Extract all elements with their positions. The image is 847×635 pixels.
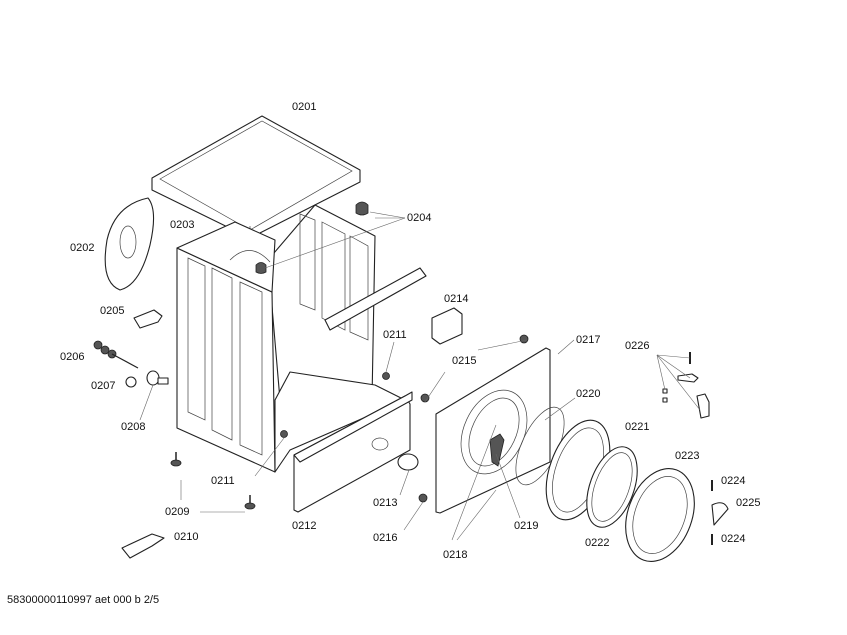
label-0212: 0212	[292, 520, 316, 532]
part-0225-handle[interactable]	[711, 502, 729, 526]
label-0224-lower: 0224	[721, 533, 745, 545]
label-0224-upper: 0224	[721, 475, 745, 487]
label-0210: 0210	[174, 531, 198, 543]
label-0211-upper: 0211	[383, 329, 407, 341]
part-0209-foot[interactable]	[170, 452, 256, 510]
part-0216-knob[interactable]	[418, 493, 428, 503]
part-0205-bracket[interactable]	[133, 309, 163, 329]
label-0220: 0220	[576, 388, 600, 400]
label-0208: 0208	[121, 421, 145, 433]
label-0218: 0218	[443, 549, 467, 561]
label-0215: 0215	[452, 355, 476, 367]
label-0204: 0204	[407, 212, 431, 224]
part-0211-stopper[interactable]	[280, 372, 390, 438]
part-0223-door-trim[interactable]	[614, 459, 707, 571]
label-0219: 0219	[514, 520, 538, 532]
label-0223: 0223	[675, 450, 699, 462]
label-0202: 0202	[70, 242, 94, 254]
label-0206: 0206	[60, 351, 84, 363]
label-0216: 0216	[373, 532, 397, 544]
part-0210-wrench[interactable]	[121, 533, 165, 559]
part-0206-transport-bolt[interactable]	[93, 340, 139, 369]
leader-lines	[139, 211, 701, 541]
part-0201-worktop[interactable]	[151, 115, 361, 239]
label-0211-lower: 0211	[211, 475, 235, 487]
part-0212-base-panel[interactable]	[293, 391, 413, 513]
part-0208-foot[interactable]	[146, 370, 169, 386]
part-0222-door-glass[interactable]	[577, 440, 647, 534]
label-0207: 0207	[91, 380, 115, 392]
label-0217: 0217	[576, 334, 600, 346]
label-0213: 0213	[373, 497, 397, 509]
part-0204-clip[interactable]	[255, 201, 369, 274]
cabinet-body	[176, 204, 427, 473]
label-0214: 0214	[444, 293, 468, 305]
label-0209: 0209	[165, 506, 189, 518]
label-0203: 0203	[170, 219, 194, 231]
label-0205: 0205	[100, 305, 124, 317]
label-0226: 0226	[625, 340, 649, 352]
part-0219-hinge[interactable]	[489, 433, 505, 467]
part-0217-front-panel[interactable]	[435, 347, 551, 514]
label-0201: 0201	[292, 101, 316, 113]
part-0214-door-lock[interactable]	[431, 307, 463, 345]
part-0202-rear-cover[interactable]	[104, 197, 155, 291]
label-0222: 0222	[585, 537, 609, 549]
label-0221: 0221	[625, 421, 649, 433]
label-0225: 0225	[736, 497, 760, 509]
part-0213-cover[interactable]	[397, 453, 419, 471]
part-0226-hinge-kit[interactable]	[662, 352, 710, 419]
drawing-reference: 58300000110997 aet 000 b 2/5	[7, 594, 160, 606]
part-0207-cap[interactable]	[125, 376, 137, 388]
